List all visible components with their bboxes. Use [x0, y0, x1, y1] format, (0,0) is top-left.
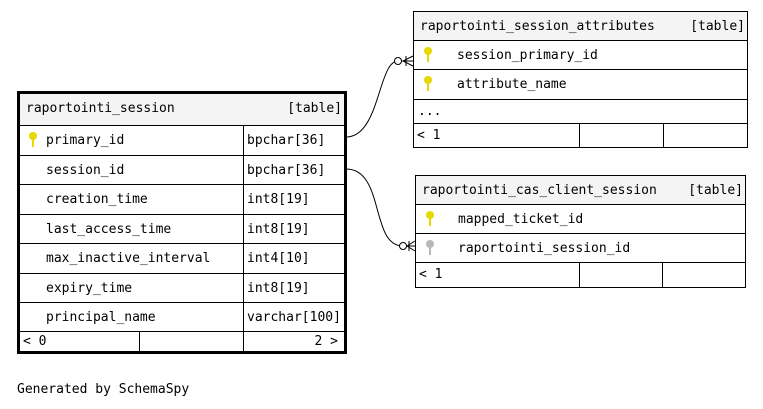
table-raportointi-session[interactable]: raportointi_session [table] primary_id b… — [17, 91, 347, 354]
column-name: primary_id — [46, 133, 125, 148]
table-type-badge: [table] — [287, 101, 342, 116]
edge-cas-crowfoot — [406, 240, 416, 252]
table-row[interactable]: mapped_ticket_id — [416, 205, 745, 234]
column-name: expiry_time — [46, 281, 133, 296]
primary-key-icon — [425, 210, 435, 228]
column-type: bpchar[36] — [247, 163, 326, 178]
more-columns-ellipsis: ... — [418, 104, 442, 119]
table-row[interactable]: max_inactive_interval int4[10] — [20, 244, 344, 274]
column-type: int8[19] — [247, 192, 310, 207]
table-type-badge: [table] — [690, 19, 745, 34]
column-name: mapped_ticket_id — [458, 212, 584, 227]
table-row[interactable]: expiry_time int8[19] — [20, 274, 344, 303]
table-row[interactable]: principal_name varchar[100] — [20, 303, 344, 332]
primary-key-icon — [28, 131, 38, 149]
children-count[interactable]: < 1 — [419, 267, 443, 282]
primary-key-icon — [423, 46, 433, 64]
table-header[interactable]: raportointi_session_attributes [table] — [414, 12, 747, 41]
foreign-key-icon — [425, 239, 435, 257]
table-row[interactable]: session_id bpchar[36] — [20, 156, 344, 185]
table-footer: < 1 — [416, 263, 745, 287]
column-name: session_id — [46, 163, 125, 178]
edge-session-to-cas — [345, 168, 415, 247]
column-name: session_primary_id — [457, 48, 598, 63]
table-row[interactable]: session_primary_id — [414, 41, 747, 70]
edge-attributes-optional-marker — [394, 57, 402, 65]
children-count[interactable]: < 1 — [417, 128, 441, 143]
children-count[interactable]: < 0 — [23, 334, 47, 349]
column-type: int8[19] — [247, 281, 310, 296]
table-row-ellipsis: ... — [414, 100, 747, 124]
table-name: raportointi_session_attributes — [420, 19, 655, 34]
table-raportointi-session-attributes[interactable]: raportointi_session_attributes [table] s… — [413, 11, 748, 148]
generated-by-footer: Generated by SchemaSpy — [17, 382, 190, 397]
table-header[interactable]: raportointi_cas_client_session [table] — [416, 176, 745, 205]
table-row[interactable]: attribute_name — [414, 70, 747, 100]
table-row[interactable]: primary_id bpchar[36] — [20, 126, 344, 156]
table-raportointi-cas-client-session[interactable]: raportointi_cas_client_session [table] m… — [415, 175, 746, 288]
column-type: bpchar[36] — [247, 133, 326, 148]
column-name: creation_time — [46, 192, 148, 207]
table-row[interactable]: raportointi_session_id — [416, 234, 745, 263]
column-name: principal_name — [46, 310, 156, 325]
edge-attributes-crowfoot — [401, 55, 414, 67]
column-type: int8[19] — [247, 222, 310, 237]
table-header[interactable]: raportointi_session [table] — [20, 94, 344, 126]
column-name: last_access_time — [46, 222, 172, 237]
column-name: max_inactive_interval — [46, 251, 211, 266]
edge-cas-optional-marker — [399, 242, 407, 250]
edge-session-to-attributes — [345, 60, 413, 138]
column-type: int4[10] — [247, 251, 310, 266]
table-row[interactable]: creation_time int8[19] — [20, 185, 344, 215]
column-name: raportointi_session_id — [458, 241, 631, 256]
parents-count[interactable]: 2 > — [314, 334, 338, 349]
table-name: raportointi_cas_client_session — [422, 183, 657, 198]
table-row[interactable]: last_access_time int8[19] — [20, 215, 344, 244]
table-footer: < 0 2 > — [20, 332, 344, 351]
column-name: attribute_name — [457, 77, 567, 92]
table-footer: < 1 — [414, 124, 747, 147]
table-type-badge: [table] — [688, 183, 743, 198]
column-type: varchar[100] — [247, 310, 341, 325]
primary-key-icon — [423, 75, 433, 93]
table-name: raportointi_session — [26, 101, 175, 116]
